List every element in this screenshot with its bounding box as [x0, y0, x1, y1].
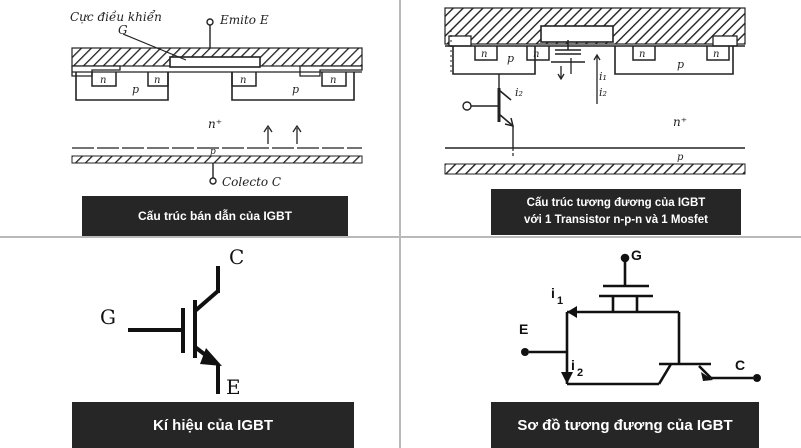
collector-metal-layer [71, 155, 363, 164]
gate-label: G [631, 247, 642, 263]
igbt-equivalent-structure-panel: n p n n n p i₁ i₂ i₂ n⁺ p Cấu trúc tương… [401, 0, 801, 236]
npn-base-terminal [462, 101, 472, 111]
collector-terminal [753, 374, 761, 382]
collector-label: Colecto C [222, 175, 281, 189]
vertical-divider [399, 0, 401, 448]
p-region-label: p [507, 52, 514, 65]
n-region-label: n [330, 75, 336, 86]
n-region-label: n [713, 49, 719, 60]
caption-line: Cấu trúc tương đương của IGBT [526, 197, 706, 209]
emitter-label: E [519, 321, 528, 337]
equivalent-structure-drawing: n p n n n p i₁ i₂ i₂ n⁺ p [444, 7, 746, 175]
p-substrate-label: p [677, 152, 684, 163]
p-region-label: p [292, 83, 299, 96]
n-region-label: n [639, 49, 645, 60]
n-plus-region-label: n⁺ [673, 115, 687, 129]
horizontal-divider [0, 236, 801, 238]
gate-electrode [540, 25, 614, 43]
emitter-label: E [226, 375, 241, 399]
symbol-caption: Kí hiệu của IGBT [72, 402, 354, 448]
gate-description-label: Cực điều khiển [70, 9, 162, 24]
current-i1-label: i [551, 285, 555, 301]
collector-terminal [209, 177, 217, 185]
p-region-label: p [677, 58, 684, 71]
emitter-terminal [206, 18, 214, 26]
current-i2-label: i₂ [599, 86, 607, 99]
gate-letter-label: G [118, 23, 128, 37]
n-region-label: n [154, 75, 160, 86]
igbt-structure-drawing: Cực điều khiển G Emito E n n n n p p n⁺ … [70, 9, 363, 189]
p-substrate-label: p [210, 147, 216, 157]
n-region-label: n [240, 75, 246, 86]
gate-electrode [169, 56, 261, 68]
p-region-label: p [132, 83, 139, 96]
n-region-label: n [481, 49, 487, 60]
collector-label: C [229, 245, 244, 269]
current-i1-subscript: 1 [557, 295, 563, 307]
n-plus-region-label: n⁺ [208, 117, 222, 131]
n-region-label: n [533, 49, 539, 60]
current-i2-subscript: 2 [577, 367, 583, 379]
emitter-label: Emito E [219, 13, 269, 27]
circuit-caption: Sơ đồ tương đương của IGBT [491, 402, 759, 448]
emitter-arrow [200, 348, 222, 366]
bjt-emitter-arrow [701, 372, 713, 381]
current-arrow-i1 [567, 306, 577, 318]
igbt-symbol-drawing: C G E [100, 245, 244, 399]
igbt-structure-panel: Cực điều khiển G Emito E n n n n p p n⁺ … [0, 0, 399, 236]
collector-metal-layer [444, 163, 746, 175]
current-i2-label: i [571, 357, 575, 373]
current-arrow-i2 [561, 372, 573, 384]
igbt-equivalent-circuit-panel: G i 1 E i 2 C Sơ đồ tương đương của IGBT [401, 238, 801, 448]
structure-caption: Cấu trúc bán dẫn của IGBT [82, 196, 348, 236]
current-i1-label: i₁ [599, 70, 607, 83]
emitter-terminal [521, 348, 529, 356]
collector-label: C [735, 357, 745, 373]
equivalent-structure-caption: Cấu trúc tương đương của IGBT với 1 Tran… [491, 189, 741, 235]
current-i2-label: i₂ [515, 86, 523, 99]
gate-label: G [100, 305, 116, 329]
equivalent-circuit-drawing: G i 1 E i 2 C [519, 247, 761, 386]
n-region-label: n [100, 75, 106, 86]
caption-line: với 1 Transistor n-p-n và 1 Mosfet [524, 214, 708, 226]
igbt-symbol-panel: C G E Kí hiệu của IGBT [0, 238, 399, 448]
